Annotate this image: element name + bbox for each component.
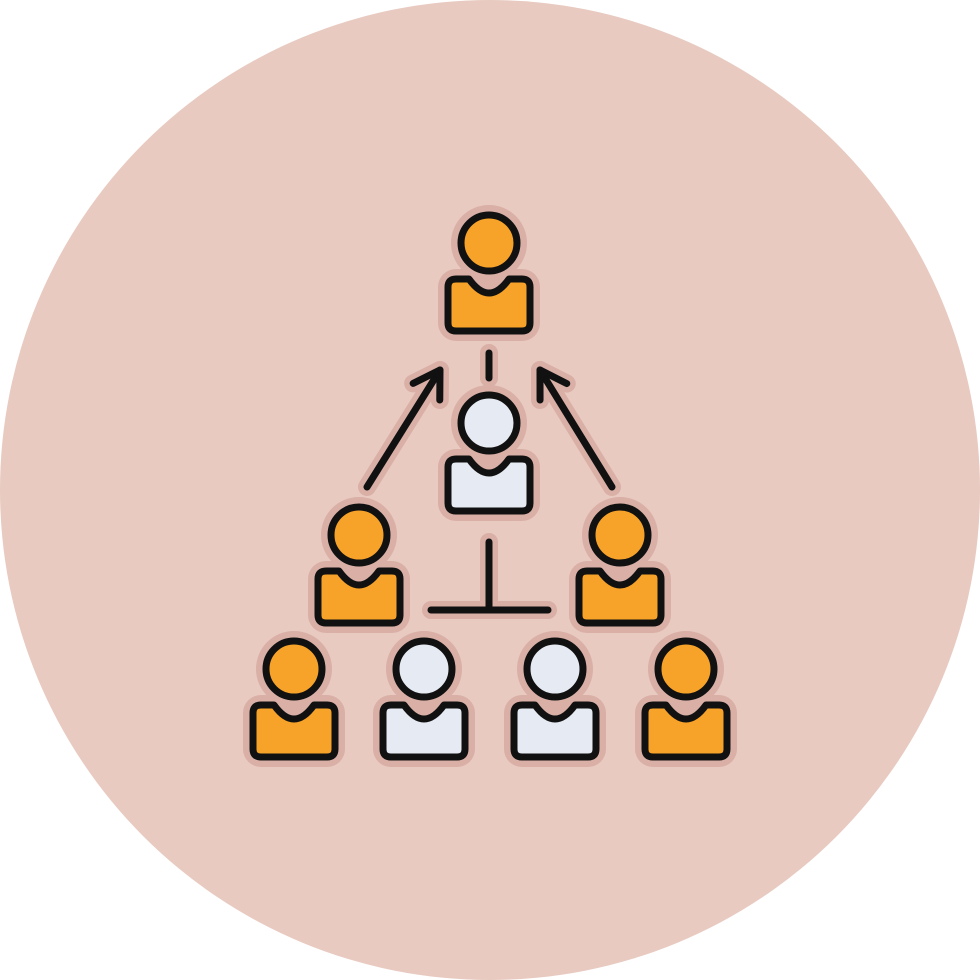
arrow-up-right-shaft (536, 366, 616, 491)
top-leader (444, 211, 534, 335)
member-4-head (654, 637, 718, 701)
team-lead-right-head (588, 503, 652, 567)
middle-manager-body (444, 455, 534, 515)
top-leader-body (444, 275, 534, 335)
member-4 (641, 637, 731, 761)
member-1-body (249, 701, 339, 761)
team-lead-right-body (575, 567, 665, 627)
arrow-up-left-head (409, 366, 444, 404)
arrow-up-right-head (536, 366, 571, 404)
member-4-body (641, 701, 731, 761)
member-1 (249, 637, 339, 761)
member-3 (510, 637, 600, 761)
team-lead-left (314, 503, 404, 627)
member-2-body (379, 701, 469, 761)
team-lead-right (575, 503, 665, 627)
member-1-head (262, 637, 326, 701)
member-2 (379, 637, 469, 761)
connector-lines (363, 349, 616, 614)
middle-manager (444, 391, 534, 515)
member-3-body (510, 701, 600, 761)
team-lead-left-head (327, 503, 391, 567)
member-2-head (392, 637, 456, 701)
people-layer (249, 211, 731, 761)
top-leader-head (457, 211, 521, 275)
member-3-head (523, 637, 587, 701)
team-lead-left-body (314, 567, 404, 627)
arrow-up-left-shaft (363, 366, 444, 491)
middle-manager-head (457, 391, 521, 455)
